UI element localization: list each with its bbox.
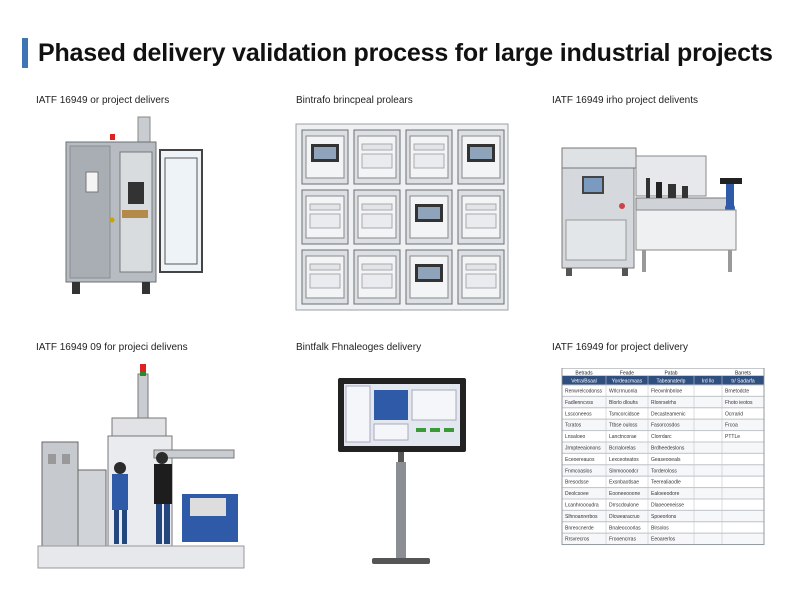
table-subheader-cell: tr/ Sadarfa	[731, 379, 755, 385]
rack-module	[457, 249, 505, 305]
table-cell: Rlonrselrhs	[651, 400, 677, 406]
table-cell: PTTLe	[725, 434, 740, 440]
table-subheader-cell: Ird llo	[702, 379, 714, 385]
table-cell: Drrscdoulone	[609, 503, 639, 509]
table-cell: Frcoa	[725, 423, 738, 429]
rack-module	[353, 249, 401, 305]
table-cell: Eooneeooone	[609, 491, 640, 497]
table-header-cell: Patab	[664, 371, 677, 377]
table-cell: Teerealiaodle	[651, 480, 681, 486]
table-cell: Deolcsoee	[565, 491, 589, 497]
rack-module	[405, 189, 453, 245]
rack-module	[405, 129, 453, 185]
table-header-cell: Betrads	[575, 371, 593, 377]
rack-module	[301, 129, 349, 185]
title-accent-bar	[22, 38, 28, 68]
table-cell: Blrsolos	[651, 525, 669, 531]
rack-module	[457, 189, 505, 245]
monitor-stand-illustration	[336, 376, 470, 572]
table-cell: Bnaleocoorlas	[609, 525, 641, 531]
table-cell: Exsnbaotlsae	[609, 480, 639, 486]
table-cell: Fnmcoaslos	[565, 468, 592, 474]
table-cell: Fasorcosdos	[651, 423, 680, 429]
table-cell: Dlaoeoeneisse	[651, 503, 684, 509]
table-subheader-cell: Yordeacmaas	[612, 379, 643, 385]
table-header-cell: Feade	[620, 371, 634, 377]
table-cell: Clorrdarc	[651, 434, 672, 440]
table-cell: Slhnoanrerbos	[565, 514, 598, 520]
rack-modules-grid	[301, 129, 505, 305]
rack-module	[405, 249, 453, 305]
table-cell: Tcratos	[565, 423, 582, 429]
table-cell: Slnmoooodcr	[609, 468, 639, 474]
caption-panel-1: IATF 16949 or project delivers	[36, 95, 170, 106]
table-header-cell: Barrets	[735, 371, 752, 377]
modular-racks-illustration	[294, 122, 510, 312]
table-cell: Tsmcorcidsoe	[609, 411, 640, 417]
table-cell: Eceoereauos	[565, 457, 595, 463]
caption-panel-4: IATF 16949 09 for projeci delivens	[36, 342, 188, 353]
table-cell: Wrlcrrnuonla	[609, 389, 637, 395]
table-cell: Decasteamenic	[651, 411, 686, 417]
rack-module	[301, 189, 349, 245]
rack-module	[301, 249, 349, 305]
table-cell: Dlcwearacruo	[609, 514, 640, 520]
table-cell: Bcrralorelas	[609, 446, 636, 452]
table-cell: Lcanhroooudra	[565, 503, 599, 509]
table-subheader-row	[562, 376, 764, 385]
test-bench-illustration	[560, 140, 746, 280]
table-cell: Lssconeeos	[565, 411, 592, 417]
table-cell: Ealoeeodore	[651, 491, 680, 497]
table-cell: Fhoto ieotos	[725, 400, 753, 406]
table-cell: Lexceoteatos	[609, 457, 639, 463]
table-cell: Geaseooeals	[651, 457, 681, 463]
rack-module	[457, 129, 505, 185]
table-cell: Lanctncorae	[609, 434, 637, 440]
table-cell: Blorlo dlouhs	[609, 400, 638, 406]
table-cell: Brdheedeslons	[651, 446, 685, 452]
table-cell: Eeoarerlos	[651, 537, 676, 543]
table-cell: Ttbse ouloss	[609, 423, 638, 429]
table-cell: Rrsvrecros	[565, 537, 590, 543]
caption-panel-3: IATF 16949 irho project delivents	[552, 95, 699, 106]
caption-panel-2: Bintrafo brincpeal prolears	[296, 95, 413, 106]
table-cell: Bresodsse	[565, 480, 589, 486]
table-cell: Lnsaloeo	[565, 434, 586, 440]
production-line-illustration	[34, 360, 248, 576]
rack-module	[353, 129, 401, 185]
table-cell: Torderoloss	[651, 468, 677, 474]
table-cell: Bnreocnerde	[565, 525, 594, 531]
table-cell: Ocrrarid	[725, 411, 743, 417]
table-subheader-cell: Tabeanaterlp	[657, 379, 686, 385]
table-cell: Jrmpteeaionons	[565, 446, 601, 452]
table-cell: Fadlenncvss	[565, 400, 594, 406]
table-cell: Renwrelcodonss	[565, 389, 602, 395]
table-subheader-cell: Vetra/Bsaal	[571, 379, 597, 385]
table-cell: Brnetodcte	[725, 389, 749, 395]
test-cabinet-illustration	[56, 112, 216, 302]
page-title: Phased delivery validation process for l…	[38, 39, 773, 67]
table-cell: Fleovnlnbnloe	[651, 389, 682, 395]
table-cell: Spoeorlons	[651, 514, 677, 520]
caption-panel-5: Bintfalk Fhnaleoges delivery	[296, 342, 422, 353]
rack-module	[353, 189, 401, 245]
table-cell: Frooencrras	[609, 537, 636, 543]
caption-panel-6: IATF 16949 for project delivery	[552, 342, 688, 353]
